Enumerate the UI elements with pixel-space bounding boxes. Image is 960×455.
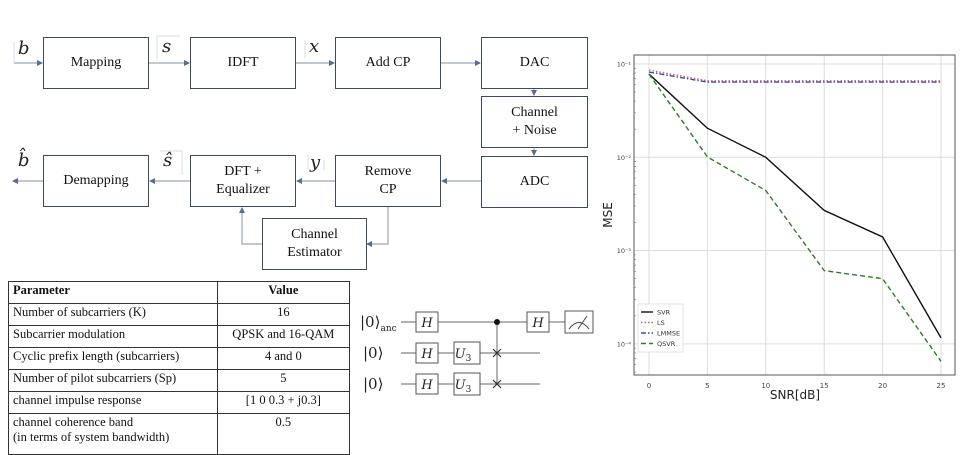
adc-block: ADC [481,156,588,208]
value-cell: 5 [217,370,349,392]
value-cell: QPSK and 16-QAM [217,326,349,348]
qubit-label-1: |0⟩ [363,344,383,362]
channel-estimator-block: Channel Estimator [262,218,367,270]
legend-label-lmmse: LMMSE [657,330,680,338]
signal-s: s [162,36,171,57]
h-gate-ancilla: H [420,316,433,331]
table-header-row: Parameter Value [9,282,350,304]
remove-cp-block: Remove CP [335,155,441,207]
series-line-qsvr [649,74,941,361]
adc-label: ADC [520,173,550,191]
h-gate-q1: H [420,347,433,362]
param-cell: Cyclic prefix length (subcarriers) [9,348,218,370]
param-cell: Number of subcarriers (K) [9,304,218,326]
legend-label-ls: LS [657,319,665,327]
param-cell: Number of pilot subcarriers (Sp) [9,370,218,392]
value-cell: 0.5 [217,414,349,455]
signal-b-hat: b̂ [18,150,30,171]
remove-cp-label: Remove CP [365,163,412,199]
quantum-circuit: |0⟩anc |0⟩ |0⟩ H H H U3 U3 H [355,300,605,405]
header-parameter: Parameter [9,282,218,304]
y-tick-label: 10⁻³ [617,247,632,255]
demapping-label: Demapping [63,172,128,190]
channel-estimator-label: Channel Estimator [287,226,341,262]
y-axis-label: MSE [601,202,615,228]
signal-s-hat: ŝ [163,150,172,171]
wire-removecp-to-estimator [367,207,388,244]
signal-b: b [18,38,30,59]
legend-label-svr: SVR [657,309,671,317]
legend-label-qsvr: QSVR [657,340,676,348]
table-row: Cyclic prefix length (subcarriers)4 and … [9,348,350,370]
table-row: Number of pilot subcarriers (Sp)5 [9,370,350,392]
add-cp-block: Add CP [335,37,441,89]
chart-series [649,70,941,361]
param-cell: Subcarrier modulation [9,326,218,348]
h-gate-ancilla-2: H [531,316,544,331]
control-dot [494,319,500,325]
dac-label: DAC [520,54,550,72]
value-cell: 16 [217,304,349,326]
table-row: channel impulse response[1 0 0.3 + j0.3] [9,392,350,414]
qubit-label-ancilla: |0⟩anc [360,313,397,334]
chart-legend: SVR LS LMMSE QSVR [638,304,683,352]
dac-block: DAC [481,37,588,89]
wire-estimator-to-dft [242,208,262,244]
param-cell: channel coherence band (in terms of syst… [9,414,218,455]
channel-noise-block: Channel + Noise [481,96,588,148]
idft-block: IDFT [190,37,296,89]
x-tick-label: 20 [878,382,887,390]
x-axis-label: SNR[dB] [770,388,820,402]
x-tick-label: 5 [705,382,709,390]
idft-label: IDFT [227,54,258,72]
series-line-svr [649,74,941,338]
header-value: Value [217,282,349,304]
y-tick-label: 10⁻¹ [617,61,632,69]
demapping-block: Demapping [43,155,149,207]
value-cell: [1 0 0.3 + j0.3] [217,392,349,414]
x-tick-label: 0 [647,382,651,390]
qubit-label-2: |0⟩ [363,375,383,393]
y-tick-label: 10⁻² [617,154,632,162]
mse-chart: 0 5 10 15 20 25 10⁻¹ 10⁻² 10⁻³ 10⁻⁴ SVR LS LMMSE QSV… [600,40,960,410]
x-tick-label: 25 [937,382,946,390]
x-tick-label: 15 [820,382,829,390]
mapping-label: Mapping [71,54,122,72]
x-tick-label: 10 [761,382,770,390]
channel-noise-label: Channel + Noise [511,104,558,140]
table-row: Number of subcarriers (K)16 [9,304,350,326]
value-cell: 4 and 0 [217,348,349,370]
dft-equalizer-block: DFT + Equalizer [190,155,296,207]
parameter-table: Parameter Value Number of subcarriers (K… [8,281,350,455]
signal-x: x [309,36,319,57]
y-tick-label: 10⁻⁴ [617,340,632,348]
h-gate-q2: H [420,378,433,393]
signal-y: y [310,152,320,173]
add-cp-label: Add CP [366,54,411,72]
dft-equalizer-label: DFT + Equalizer [216,163,270,199]
mapping-block: Mapping [43,37,149,89]
table-row: channel coherence band (in terms of syst… [9,414,350,455]
param-cell: channel impulse response [9,392,218,414]
